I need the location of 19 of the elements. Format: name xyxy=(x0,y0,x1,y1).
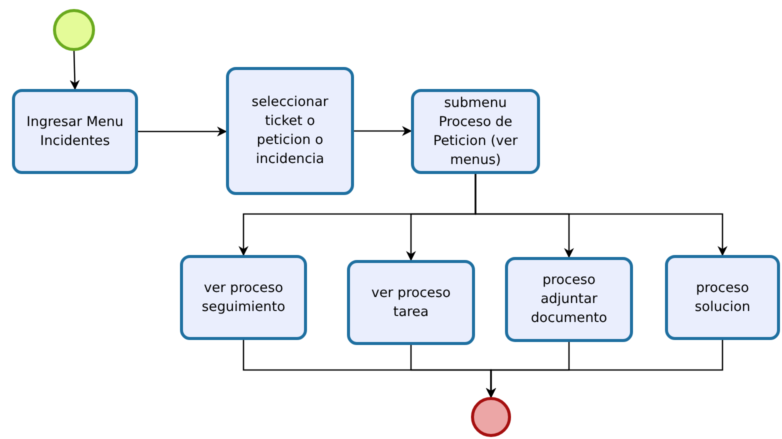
process-box xyxy=(180,255,307,340)
box-text: ver proceso seguimiento xyxy=(200,278,286,316)
box-text: Ingresar Menu Incidentes xyxy=(26,112,124,150)
process-box xyxy=(411,89,540,174)
process-box xyxy=(226,67,354,195)
process-box xyxy=(12,89,138,174)
box-text: submenu Proceso de Peticion (ver menus) xyxy=(432,94,519,170)
box-text: ver proceso tarea xyxy=(370,284,452,322)
process-box xyxy=(665,255,780,340)
arrow xyxy=(354,126,412,136)
arrow xyxy=(70,50,80,90)
arrow xyxy=(138,126,227,136)
box-text: proceso solucion xyxy=(694,278,752,316)
arrow xyxy=(486,340,724,398)
process-box xyxy=(505,257,633,342)
process-box xyxy=(347,260,475,345)
box-text: proceso adjuntar documento xyxy=(530,271,608,328)
box-text: seleccionar ticket o peticion o incidencia xyxy=(250,93,330,169)
arrow xyxy=(474,174,728,256)
